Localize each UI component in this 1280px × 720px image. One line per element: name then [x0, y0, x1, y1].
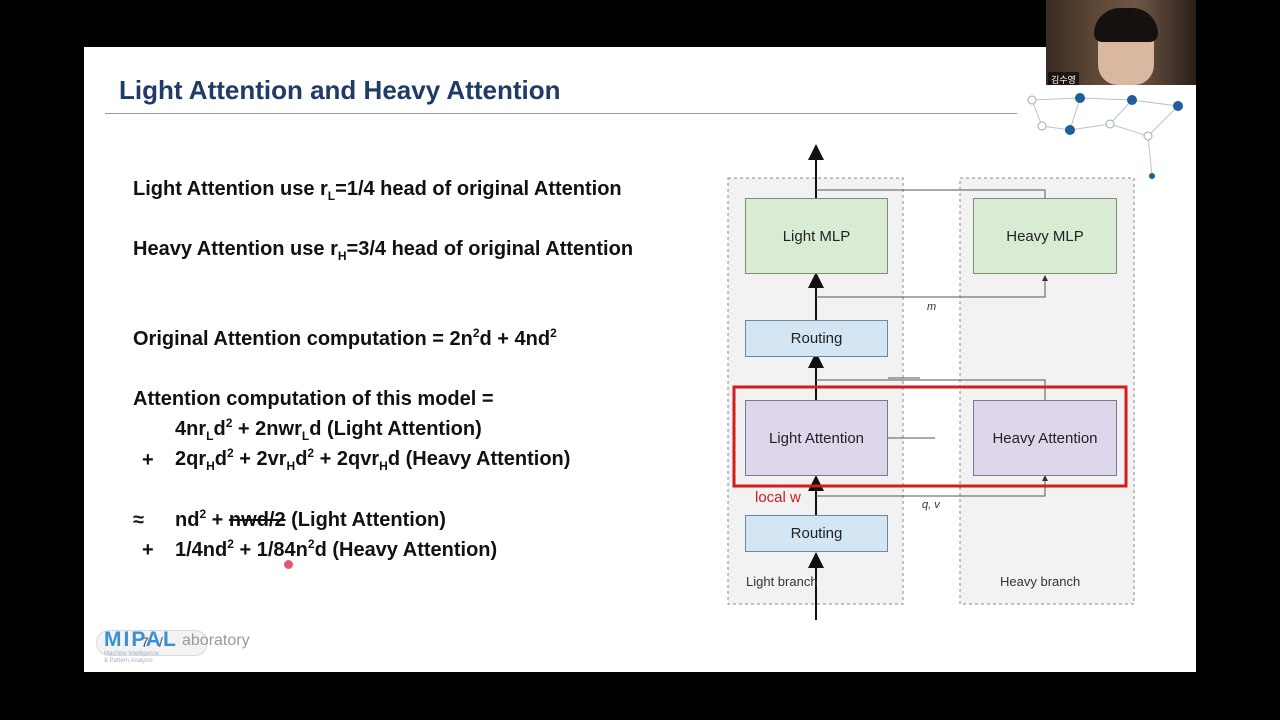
laser-pointer — [284, 560, 293, 569]
light-attention-box: Light Attention — [745, 400, 888, 476]
routing-top-box: Routing — [745, 320, 888, 357]
routing-bottom-box: Routing — [745, 515, 888, 552]
light-attention-use-line: Light Attention use rL=1/4 head of origi… — [133, 178, 622, 203]
light-mlp-box: Light MLP — [745, 198, 888, 274]
original-computation-line: Original Attention computation = 2n2d + … — [133, 326, 557, 350]
heavy-attention-use-line: Heavy Attention use rH=3/4 head of origi… — [133, 238, 634, 263]
local-w-label: local w — [755, 489, 801, 506]
heavy-branch-label: Heavy branch — [1000, 574, 1081, 589]
approx-light-line: nd2 + nwd/2 (Light Attention) — [175, 507, 446, 531]
network-decoration — [1027, 93, 1183, 179]
lab-logo: MIPAL — [104, 628, 178, 651]
light-branch-label: Light branch — [746, 574, 818, 589]
heavy-attention-box: Heavy Attention — [973, 400, 1117, 476]
title-divider — [105, 113, 1017, 114]
lab-name: aboratory — [182, 632, 250, 649]
heavy-mlp-box: Heavy MLP — [973, 198, 1117, 274]
webcam-thumbnail[interactable]: 김수영 — [1046, 0, 1196, 85]
qv-label: q, v — [922, 499, 940, 511]
slide-title: Light Attention and Heavy Attention — [119, 75, 561, 105]
heavy-computation-plus: + — [142, 449, 154, 471]
lab-logo-subtitle: Machine Intelligence & Pattern Analysis — [104, 651, 159, 664]
model-computation-heading: Attention computation of this model = — [133, 388, 494, 410]
page-current: 7 — [141, 634, 149, 650]
light-computation-line: 4nrLd2 + 2nwrLd (Light Attention) — [175, 416, 482, 443]
page-indicator[interactable]: 7 / — [96, 630, 208, 656]
approx-symbol: ≈ — [133, 509, 144, 531]
page-separator: / — [159, 634, 163, 650]
m-label: m — [927, 301, 937, 313]
heavy-computation-line: 2qrHd2 + 2vrHd2 + 2qvrHd (Heavy Attentio… — [175, 446, 571, 473]
architecture-diagram: Light MLP Heavy MLP Routing Light Attent… — [720, 140, 1150, 630]
participant-name: 김수영 — [1048, 72, 1079, 85]
approx-heavy-line: 1/4nd2 + 1/84n2d (Heavy Attention) — [175, 537, 498, 561]
approx-heavy-plus: + — [142, 539, 154, 561]
participant-hair — [1094, 8, 1158, 42]
